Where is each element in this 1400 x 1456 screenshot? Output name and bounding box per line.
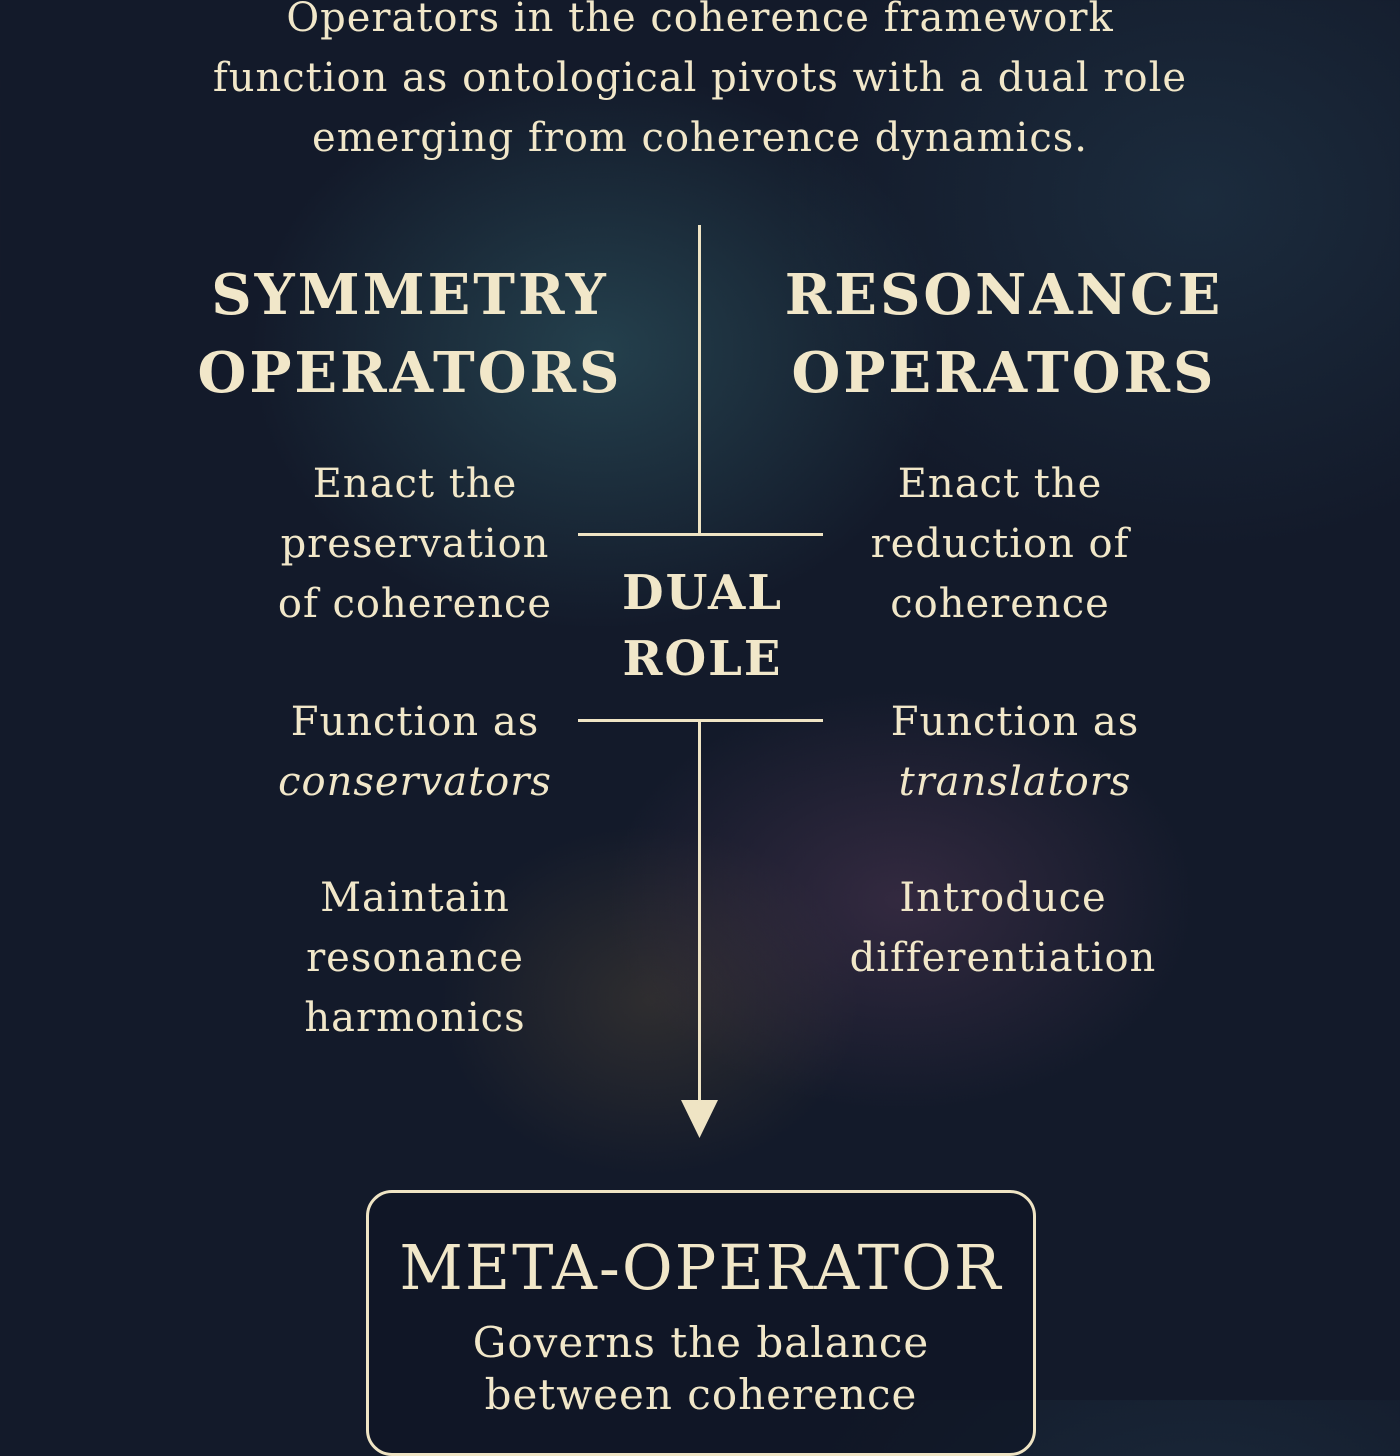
dual-role-label: DUAL ROLE bbox=[580, 560, 825, 692]
resonance-item-differentiation: Introduce differentiation bbox=[803, 868, 1203, 988]
heading-line: RESONANCE bbox=[784, 262, 1224, 328]
text-line: Enact the bbox=[312, 461, 518, 507]
text-line: Maintain bbox=[320, 875, 510, 921]
symmetry-item-conservators: Function as conservators bbox=[215, 692, 615, 812]
meta-operator-description: Governs the balance between coherence bbox=[369, 1317, 1033, 1421]
text-line: Introduce bbox=[899, 875, 1107, 921]
heading-line: OPERATORS bbox=[197, 340, 623, 406]
text-line: Enact the bbox=[897, 461, 1103, 507]
symmetry-item-harmonics: Maintain resonance harmonics bbox=[215, 868, 615, 1048]
text-line: Function as bbox=[890, 699, 1140, 745]
text-line: ROLE bbox=[622, 631, 783, 687]
text-line: conservators bbox=[278, 759, 552, 805]
text-line: resonance bbox=[306, 935, 524, 981]
resonance-operators-heading: RESONANCE OPERATORS bbox=[754, 256, 1254, 412]
text-line: DUAL bbox=[622, 565, 783, 621]
symmetry-operators-heading: SYMMETRY OPERATORS bbox=[160, 256, 660, 412]
intro-line: function as ontological pivots with a du… bbox=[212, 55, 1188, 101]
meta-operator-title: META-OPERATOR bbox=[399, 1231, 1003, 1304]
arrow-shaft bbox=[698, 720, 701, 1105]
text-line: of coherence bbox=[277, 581, 553, 627]
intro-line: emerging from coherence dynamics. bbox=[312, 115, 1088, 161]
text-line: reduction of bbox=[870, 521, 1130, 567]
arrow-down-icon bbox=[681, 1100, 718, 1138]
text-line: Function as bbox=[290, 699, 540, 745]
divider-vertical-top bbox=[698, 225, 701, 535]
text-line: translators bbox=[898, 759, 1132, 805]
resonance-item-reduction: Enact the reduction of coherence bbox=[800, 454, 1200, 634]
meta-operator-box: META-OPERATOR Governs the balance betwee… bbox=[366, 1190, 1036, 1456]
text-line: harmonics bbox=[304, 995, 526, 1041]
heading-line: SYMMETRY bbox=[211, 262, 609, 328]
text-line: differentiation bbox=[849, 935, 1157, 981]
text-line: coherence bbox=[890, 581, 1110, 627]
resonance-item-translators: Function as translators bbox=[815, 692, 1215, 812]
text-line: preservation bbox=[280, 521, 550, 567]
heading-line: OPERATORS bbox=[791, 340, 1217, 406]
intro-line: Operators in the coherence framework bbox=[286, 0, 1114, 41]
symmetry-item-preservation: Enact the preservation of coherence bbox=[215, 454, 615, 634]
divider-horizontal-top bbox=[578, 533, 823, 536]
text-line: between coherence bbox=[484, 1370, 918, 1419]
text-line: Governs the balance bbox=[472, 1318, 930, 1367]
intro-text: Operators in the coherence framework fun… bbox=[0, 0, 1400, 168]
